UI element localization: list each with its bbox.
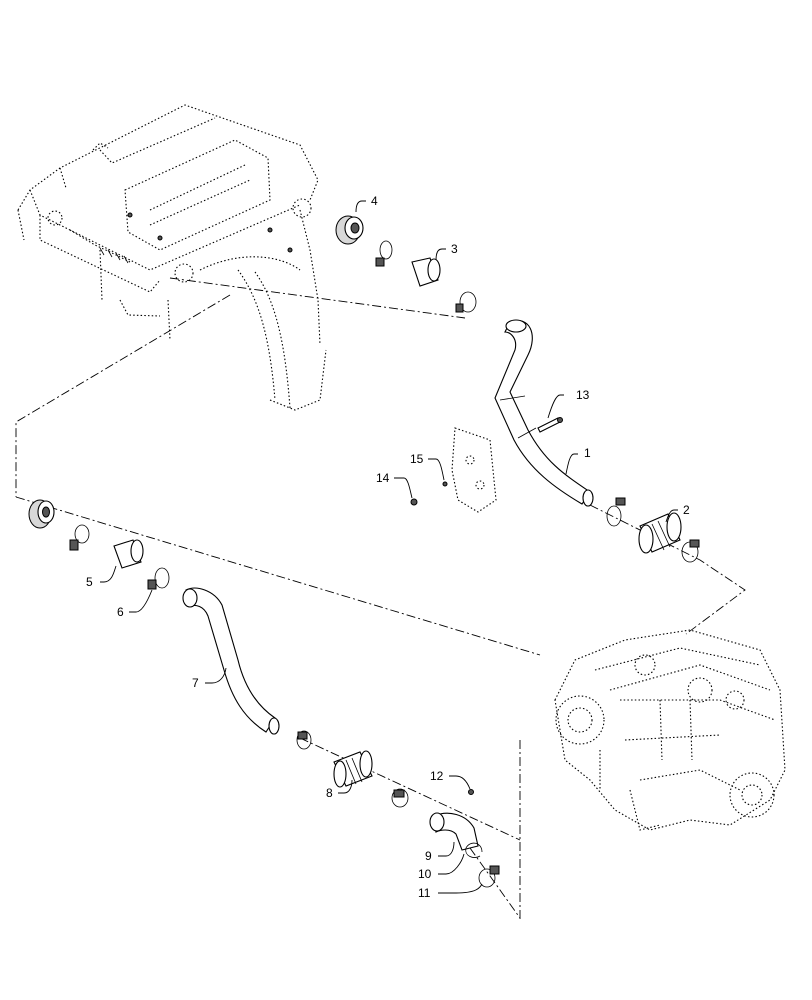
part-7-lower-hose [182, 587, 280, 735]
callout-13: 13 [576, 388, 590, 402]
callout-4: 4 [371, 194, 378, 208]
callout-labels: 1 2 3 4 5 6 7 8 9 10 11 12 13 14 15 [86, 194, 690, 900]
part-3-sleeve [411, 257, 441, 287]
assembly-centerlines [15, 277, 746, 920]
callout-1: 1 [584, 446, 591, 460]
callout-3: 3 [451, 242, 458, 256]
grommet-left [28, 499, 55, 529]
part-12-sensor [468, 789, 474, 795]
part-11-clamp [478, 865, 500, 888]
callout-10: 10 [418, 867, 432, 881]
callout-2: 2 [683, 503, 690, 517]
part-9-elbow [429, 812, 479, 851]
part-8-coupler [333, 750, 373, 788]
callout-11: 11 [418, 886, 431, 900]
part-13-sensor [537, 417, 563, 433]
callout-8: 8 [326, 786, 333, 800]
callout-6: 6 [117, 605, 124, 619]
cooler-frame-assembly [17, 104, 327, 411]
callout-14: 14 [376, 471, 390, 485]
hose-clamp-mid-a [606, 497, 626, 527]
part-2-coupler [638, 512, 682, 554]
part-15-washer [442, 481, 448, 487]
part-6-clamp [147, 567, 170, 590]
engine-assembly [554, 629, 786, 831]
hose-clamp-mid-b [681, 539, 700, 563]
part-5-sleeve [113, 539, 144, 569]
callout-12: 12 [430, 769, 444, 783]
hose-clamp-lower-b [391, 788, 409, 808]
callout-7: 7 [192, 676, 199, 690]
part-10-ring [465, 842, 483, 858]
hose-clamp-upper-b [455, 291, 477, 313]
callout-5: 5 [86, 575, 93, 589]
part-4-grommet [335, 215, 364, 245]
mounting-bracket [451, 427, 497, 513]
callout-leaders [100, 200, 678, 894]
part-14-bolt [410, 498, 418, 506]
part-1-upper-hose [494, 319, 594, 507]
callout-15: 15 [410, 452, 424, 466]
hose-clamp-upper-a [375, 240, 393, 267]
hose-clamp-left-a [69, 524, 90, 551]
hose-clamp-lower-a [296, 730, 312, 750]
callout-9: 9 [425, 849, 432, 863]
